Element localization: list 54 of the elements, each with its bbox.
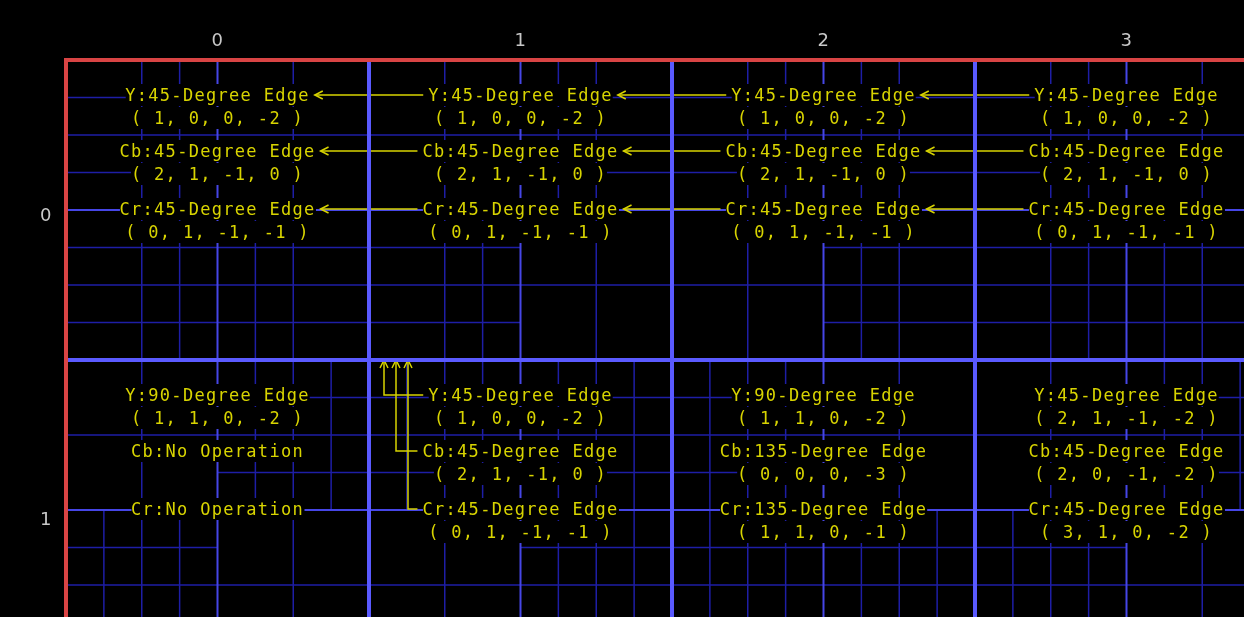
sao-type-label: Cb:No Operation — [131, 440, 304, 462]
column-index: 0 — [211, 30, 223, 50]
arrow — [920, 90, 1030, 100]
sao-type-label: Y:45-Degree Edge — [1034, 384, 1219, 406]
sao-offset-values: ( 2, 1, -1, 0 ) — [434, 163, 607, 185]
sao-type-label: Cb:45-Degree Edge — [422, 440, 619, 462]
sao-type-label: Cr:45-Degree Edge — [725, 198, 922, 220]
sao-type-label: Y:90-Degree Edge — [731, 384, 916, 406]
arrow — [314, 90, 424, 100]
arrow — [617, 90, 727, 100]
sao-type-label: Cr:135-Degree Edge — [719, 498, 928, 520]
sao-type-label: Cb:45-Degree Edge — [422, 140, 619, 162]
ctu-cell — [975, 360, 1244, 617]
arrow — [319, 146, 419, 156]
sao-type-label: Cb:45-Degree Edge — [725, 140, 922, 162]
ctu-cell — [66, 360, 369, 617]
arrow — [391, 359, 419, 452]
arrow — [379, 359, 424, 396]
sao-type-label: Cr:45-Degree Edge — [422, 498, 619, 520]
sao-type-label: Cb:45-Degree Edge — [119, 140, 316, 162]
sao-type-label: Y:45-Degree Edge — [428, 384, 613, 406]
sao-type-label: Cb:135-Degree Edge — [719, 440, 928, 462]
sao-offset-values: ( 2, 0, -1, -2 ) — [1034, 463, 1219, 485]
ctu-cell — [369, 60, 672, 360]
sao-type-label: Y:45-Degree Edge — [125, 84, 310, 106]
row-index: 0 — [40, 205, 52, 225]
ctu-cell — [975, 60, 1244, 360]
arrow — [925, 146, 1025, 156]
row-index: 1 — [40, 509, 52, 529]
column-index: 1 — [514, 30, 526, 50]
arrow — [622, 204, 722, 214]
sao-type-label: Cb:45-Degree Edge — [1028, 440, 1225, 462]
ctu-cell — [66, 60, 369, 360]
sao-type-label: Cr:45-Degree Edge — [1028, 498, 1225, 520]
sao-type-label: Y:90-Degree Edge — [125, 384, 310, 406]
column-index: 2 — [817, 30, 829, 50]
arrow — [622, 146, 722, 156]
arrow — [925, 204, 1025, 214]
sao-type-label: Y:45-Degree Edge — [1034, 84, 1219, 106]
ctu-cell — [672, 60, 975, 360]
sao-offset-values: ( 2, 1, -1, 0 ) — [434, 463, 607, 485]
sao-type-label: Cr:45-Degree Edge — [1028, 198, 1225, 220]
arrow — [403, 359, 419, 510]
arrow — [319, 204, 419, 214]
sao-type-label: Cr:No Operation — [131, 498, 304, 520]
ctu-cell — [369, 360, 672, 617]
sao-type-label: Y:45-Degree Edge — [731, 84, 916, 106]
sao-offset-values: ( 2, 1, -1, 0 ) — [737, 163, 910, 185]
sao-type-label: Cr:45-Degree Edge — [119, 198, 316, 220]
sao-type-label: Y:45-Degree Edge — [428, 84, 613, 106]
sao-type-label: Cb:45-Degree Edge — [1028, 140, 1225, 162]
ctu-cell — [672, 360, 975, 617]
sao-type-label: Cr:45-Degree Edge — [422, 198, 619, 220]
column-index: 3 — [1120, 30, 1132, 50]
